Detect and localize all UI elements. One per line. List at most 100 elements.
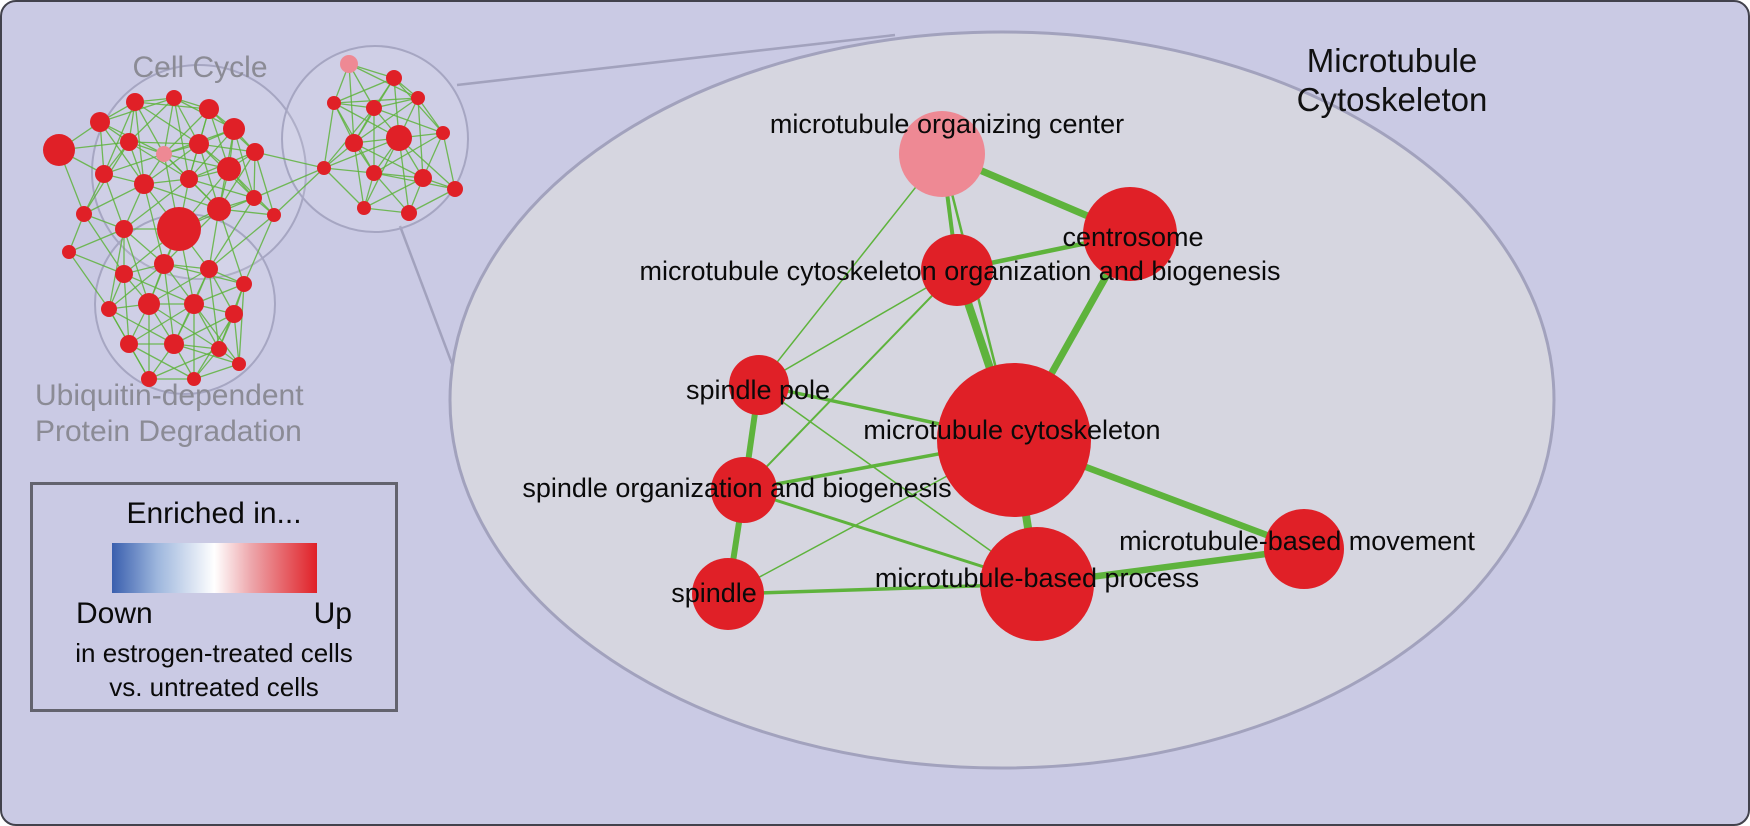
overview-edge bbox=[188, 128, 235, 180]
node-label-microtubule-based-movement: microtubule-based movement bbox=[1119, 526, 1475, 556]
overview-edge bbox=[208, 214, 275, 270]
overview-node[interactable] bbox=[386, 125, 412, 151]
overview-node[interactable] bbox=[126, 93, 144, 111]
overview-node[interactable] bbox=[138, 293, 160, 315]
overview-node[interactable] bbox=[187, 372, 201, 386]
legend: Enriched in... Down Up in estrogen-treat… bbox=[30, 482, 398, 712]
overview-node[interactable] bbox=[95, 165, 113, 183]
overview-node[interactable] bbox=[199, 99, 219, 119]
node-microtubule-cytoskeleton-organization-and-biogenesis[interactable] bbox=[921, 234, 993, 306]
overview-edge bbox=[254, 151, 275, 216]
overview-node[interactable] bbox=[120, 133, 138, 151]
overview-node[interactable] bbox=[436, 126, 450, 140]
overview-edge bbox=[83, 183, 145, 215]
overview-edge bbox=[148, 348, 220, 380]
overview-edge bbox=[218, 208, 245, 285]
overview-node[interactable] bbox=[357, 201, 371, 215]
overview-edge bbox=[68, 228, 125, 253]
overview-node[interactable] bbox=[180, 170, 198, 188]
overview-node[interactable] bbox=[207, 197, 231, 221]
overview-node[interactable] bbox=[76, 206, 92, 222]
node-microtubule-cytoskeleton[interactable] bbox=[937, 363, 1091, 517]
overview-edge bbox=[128, 97, 175, 143]
overview-edge bbox=[134, 101, 200, 145]
overview-node[interactable] bbox=[327, 96, 341, 110]
overview-node[interactable] bbox=[217, 157, 241, 181]
zoom-connector-line bbox=[456, 33, 896, 87]
overview-edge bbox=[353, 97, 419, 144]
overview-node[interactable] bbox=[232, 357, 246, 371]
overview-edge bbox=[233, 128, 255, 199]
legend-up-label: Up bbox=[313, 597, 352, 630]
overview-node[interactable] bbox=[166, 90, 182, 106]
overview-edge bbox=[253, 167, 325, 199]
overview-edge bbox=[123, 228, 150, 305]
node-label-microtubule-based-process: microtubule-based process bbox=[875, 563, 1199, 593]
overview-node[interactable] bbox=[447, 181, 463, 197]
overview-node[interactable] bbox=[141, 371, 157, 387]
overview-node[interactable] bbox=[236, 276, 252, 292]
overview-node[interactable] bbox=[386, 70, 402, 86]
overview-edge bbox=[123, 273, 195, 305]
overview-node[interactable] bbox=[246, 143, 264, 161]
overview-node[interactable] bbox=[115, 220, 133, 238]
node-centrosome[interactable] bbox=[1083, 187, 1177, 281]
overview-edge bbox=[408, 188, 456, 214]
node-microtubule-based-movement[interactable] bbox=[1264, 509, 1344, 589]
overview-node[interactable] bbox=[164, 334, 184, 354]
overview-node[interactable] bbox=[223, 118, 245, 140]
overview-edge bbox=[148, 303, 220, 350]
overview-node[interactable] bbox=[184, 294, 204, 314]
overview-edge bbox=[323, 137, 400, 169]
overview-edge bbox=[417, 97, 444, 134]
overview-node[interactable] bbox=[401, 205, 417, 221]
overview-node[interactable] bbox=[317, 161, 331, 175]
overview-node[interactable] bbox=[246, 190, 262, 206]
overview-edge bbox=[143, 143, 200, 185]
overview-node[interactable] bbox=[156, 146, 172, 162]
overview-edge bbox=[442, 132, 456, 190]
overview-edge bbox=[134, 101, 145, 185]
overview-node[interactable] bbox=[200, 260, 218, 278]
node-spindle-pole[interactable] bbox=[729, 355, 789, 415]
overview-edge bbox=[193, 303, 240, 365]
overview-node[interactable] bbox=[411, 91, 425, 105]
overview-node[interactable] bbox=[157, 207, 201, 251]
node-label-spindle-organization-and-biogenesis: spindle organization and biogenesis bbox=[522, 473, 951, 503]
overview-node[interactable] bbox=[414, 169, 432, 187]
legend-gradient-bar bbox=[111, 543, 317, 593]
node-spindle[interactable] bbox=[692, 558, 764, 630]
overview-node[interactable] bbox=[225, 305, 243, 323]
overview-node[interactable] bbox=[211, 341, 227, 357]
node-microtubule-organizing-center[interactable] bbox=[899, 111, 985, 197]
overview-node[interactable] bbox=[366, 100, 382, 116]
overview-edge bbox=[128, 303, 195, 345]
overview-edge bbox=[148, 268, 210, 305]
overview-node[interactable] bbox=[62, 245, 76, 259]
overview-edge bbox=[123, 178, 190, 230]
overview-node[interactable] bbox=[366, 165, 382, 181]
legend-caption-line2: vs. untreated cells bbox=[109, 671, 319, 702]
overview-node[interactable] bbox=[101, 301, 117, 317]
overview-node[interactable] bbox=[154, 254, 174, 274]
overview-edge bbox=[123, 273, 130, 345]
node-spindle-organization-and-biogenesis[interactable] bbox=[711, 457, 777, 523]
overview-edge bbox=[103, 153, 165, 175]
overview-node[interactable] bbox=[345, 134, 363, 152]
overview-edge bbox=[68, 251, 110, 310]
overview-node[interactable] bbox=[134, 174, 154, 194]
overview-node[interactable] bbox=[340, 55, 358, 73]
overview-node[interactable] bbox=[43, 134, 75, 166]
overview-node[interactable] bbox=[120, 335, 138, 353]
overview-node[interactable] bbox=[267, 208, 281, 222]
node-microtubule-based-process[interactable] bbox=[980, 527, 1094, 641]
overview-edge bbox=[143, 183, 220, 210]
overview-edge bbox=[323, 167, 365, 209]
overview-node[interactable] bbox=[115, 265, 133, 283]
overview-node[interactable] bbox=[90, 112, 110, 132]
overview-edge bbox=[373, 172, 456, 190]
overview-node[interactable] bbox=[189, 134, 209, 154]
overview-edge bbox=[163, 108, 210, 155]
